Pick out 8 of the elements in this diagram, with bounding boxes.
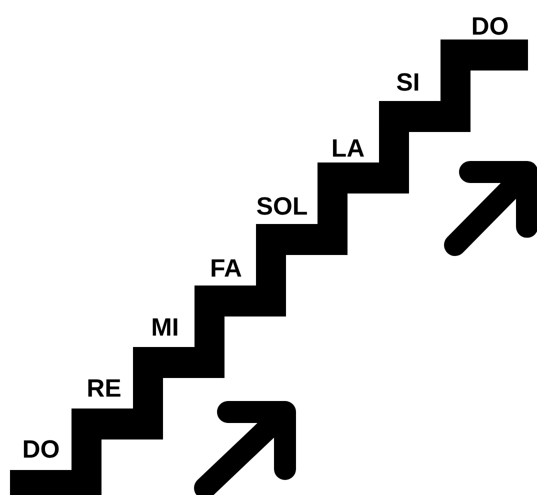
step-label: MI: [152, 318, 178, 336]
step-label: SI: [396, 73, 418, 91]
step-label: FA: [212, 259, 242, 277]
step-label: DO: [24, 440, 59, 458]
step-label: LA: [333, 139, 364, 157]
step-label: RE: [88, 379, 120, 397]
step-label: SOL: [257, 197, 307, 215]
step-label: DO: [472, 17, 508, 35]
